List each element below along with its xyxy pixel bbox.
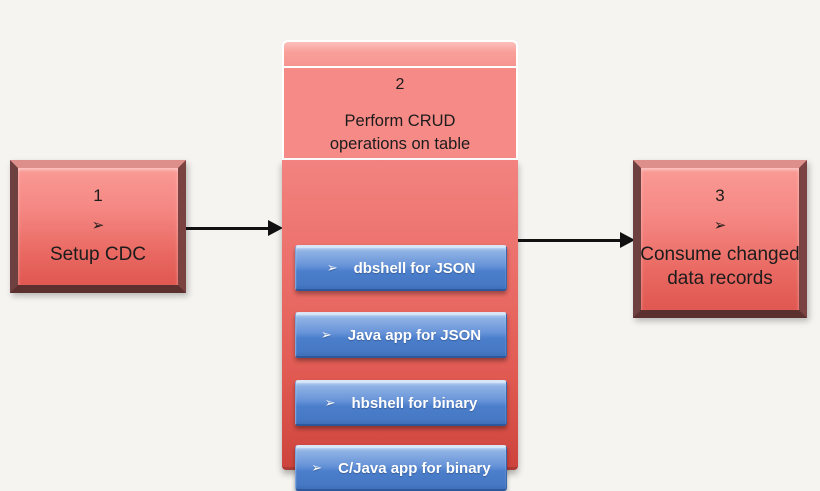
- step2-body: ➢ dbshell for JSON ➢ Java app for JSON ➢…: [282, 160, 518, 491]
- step2-panel-cap: [282, 40, 518, 66]
- dbshell-json-button[interactable]: ➢ dbshell for JSON: [295, 245, 507, 291]
- java-app-json-button[interactable]: ➢ Java app for JSON: [295, 312, 507, 358]
- c-java-app-binary-button[interactable]: ➢ C/Java app for binary: [295, 445, 507, 491]
- arrowhead-bullet-icon: ➢: [713, 217, 727, 235]
- arrowhead-icon: [620, 232, 635, 248]
- button-label: C/Java app for binary: [338, 459, 491, 477]
- arrowhead-bullet-icon: ➢: [326, 260, 338, 275]
- hbshell-binary-button[interactable]: ➢ hbshell for binary: [295, 380, 507, 426]
- arrowhead-bullet-icon: ➢: [324, 395, 336, 410]
- arrowhead-bullet-icon: ➢: [320, 327, 332, 342]
- step3-number: 3: [715, 186, 725, 206]
- step1-node: 1 ➢ Setup CDC: [10, 160, 186, 293]
- arrowhead-bullet-icon: ➢: [311, 460, 323, 475]
- step3-node: 3 ➢ Consume changed data records: [633, 160, 807, 318]
- step1-number: 1: [93, 185, 103, 205]
- step2-panel: 2 Perform CRUD operations on table ➢ dbs…: [282, 40, 518, 491]
- flow-arrow-step1-step2: [186, 220, 283, 236]
- step2-title: Perform CRUD operations on table: [329, 112, 471, 154]
- arrow-shaft: [186, 226, 270, 230]
- arrow-shaft: [518, 238, 622, 242]
- arrowhead-bullet-icon: ➢: [91, 216, 105, 234]
- step2-number: 2: [395, 76, 405, 93]
- button-label: Java app for JSON: [347, 326, 482, 344]
- button-label: dbshell for JSON: [353, 259, 476, 277]
- flow-arrow-step2-step3: [518, 232, 635, 248]
- step3-label: Consume changed data records: [640, 244, 800, 289]
- button-label: hbshell for binary: [351, 394, 478, 412]
- step2-header: 2 Perform CRUD operations on table: [282, 66, 518, 160]
- step1-label: Setup CDC: [49, 243, 147, 265]
- arrowhead-icon: [268, 220, 283, 236]
